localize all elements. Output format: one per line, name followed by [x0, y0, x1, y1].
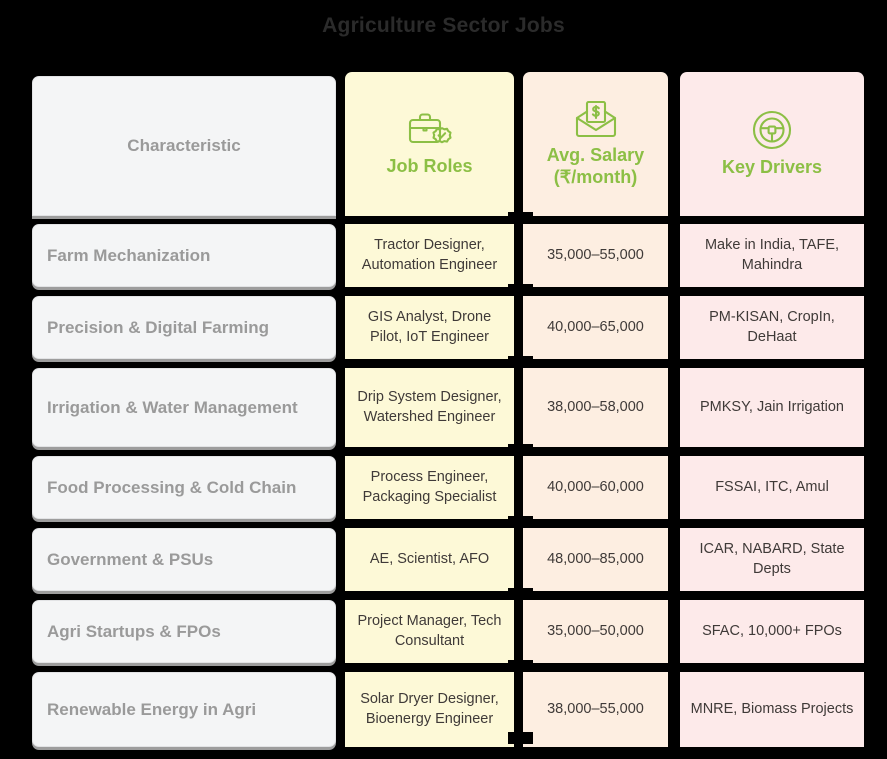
header-label-line: Job Roles: [386, 156, 473, 177]
header-label-key_drivers: Key Drivers: [722, 157, 822, 179]
table-row-job-roles: Solar Dryer Designer, Bioenergy Engineer: [345, 672, 514, 747]
table-row-avg-salary: 35,000–55,000: [523, 224, 668, 287]
table-row-job-roles-text: Tractor Designer, Automation Engineer: [361, 236, 498, 273]
table-row-job-roles-text: Drip System Designer, Watershed Engineer: [357, 388, 502, 425]
row-gap-marker: [508, 444, 533, 456]
table-row-characteristic: Irrigation & Water Management: [32, 368, 336, 447]
page-title: Agriculture Sector Jobs: [322, 14, 565, 37]
header-cell-characteristic-text: Characteristic: [127, 136, 241, 156]
table-row-job-roles: GIS Analyst, Drone Pilot, IoT Engineer: [345, 296, 514, 359]
table-row-job-roles-text: Project Manager, Tech Consultant: [357, 612, 502, 649]
table-row-characteristic: Precision & Digital Farming: [32, 296, 336, 359]
table-row-key-drivers-text: SFAC, 10,000+ FPOs: [702, 622, 842, 639]
row-gap-marker: [508, 516, 533, 528]
table-row-key-drivers: FSSAI, ITC, Amul: [680, 456, 864, 519]
table-row-avg-salary-text: 48,000–85,000: [547, 550, 644, 567]
header-cell-key_drivers: Key Drivers: [680, 72, 864, 216]
table-row-job-roles-text: Process Engineer, Packaging Specialist: [362, 468, 497, 505]
table-row-characteristic-text: Precision & Digital Farming: [47, 317, 269, 337]
row-gap-marker: [508, 356, 533, 368]
table-row-avg-salary: 38,000–58,000: [523, 368, 668, 447]
table-row-key-drivers-text: ICAR, NABARD, State Depts: [699, 540, 845, 577]
table-row-avg-salary-text: 38,000–55,000: [547, 700, 644, 717]
table-row-characteristic-text: Renewable Energy in Agri: [47, 699, 257, 719]
table-row-avg-salary-text: 38,000–58,000: [547, 398, 644, 415]
table-row-job-roles: Project Manager, Tech Consultant: [345, 600, 514, 663]
table-row-characteristic: Renewable Energy in Agri: [32, 672, 336, 747]
header-cell-avg_salary: Avg. Salary(₹/month): [523, 72, 668, 216]
table-row-key-drivers: Make in India, TAFE, Mahindra: [680, 224, 864, 287]
table-row-avg-salary-text: 40,000–60,000: [547, 478, 644, 495]
table-row-avg-salary: 35,000–50,000: [523, 600, 668, 663]
table-row-job-roles-text: GIS Analyst, Drone Pilot, IoT Engineer: [367, 308, 492, 345]
table-row-job-roles: Tractor Designer, Automation Engineer: [345, 224, 514, 287]
table-row-key-drivers: MNRE, Biomass Projects: [680, 672, 864, 747]
header-label-avg_salary: Avg. Salary(₹/month): [547, 145, 644, 188]
row-gap-marker: [508, 732, 533, 744]
salary-envelope-icon: [574, 99, 618, 139]
column-avg-salary: Avg. Salary(₹/month) 35,000–55,000 40,000–…: [523, 72, 668, 747]
table-row-characteristic-text: Government & PSUs: [47, 549, 214, 569]
header-label-line: Avg. Salary: [546, 145, 645, 166]
table-row-avg-salary: 48,000–85,000: [523, 528, 668, 591]
table-row-job-roles: Drip System Designer, Watershed Engineer: [345, 368, 514, 447]
table-row-key-drivers-text: Make in India, TAFE, Mahindra: [704, 236, 840, 273]
table-row-job-roles: AE, Scientist, AFO: [345, 528, 514, 591]
table-row-key-drivers-text: PM-KISAN, CropIn, DeHaat: [709, 308, 835, 345]
steering-wheel-icon: [751, 109, 793, 151]
column-divider-bar: [668, 72, 680, 759]
table-row-characteristic-text: Agri Startups & FPOs: [47, 621, 221, 641]
table-row-characteristic-text: Irrigation & Water Management: [47, 397, 298, 417]
header-label-line: (₹/month): [553, 167, 638, 187]
header-label-job_roles: Job Roles: [386, 156, 472, 178]
table-row-characteristic: Government & PSUs: [32, 528, 336, 591]
table-row-avg-salary: 40,000–65,000: [523, 296, 668, 359]
table-row-characteristic: Food Processing & Cold Chain: [32, 456, 336, 519]
briefcase-check-icon: [407, 110, 453, 150]
row-gap-marker: [508, 660, 533, 672]
table-row-avg-salary-text: 35,000–55,000: [547, 246, 644, 263]
table-row-key-drivers: PMKSY, Jain Irrigation: [680, 368, 864, 447]
table-row-avg-salary-text: 35,000–50,000: [547, 622, 644, 639]
header-cell-characteristic: Characteristic: [32, 76, 336, 216]
table-row-key-drivers: PM-KISAN, CropIn, DeHaat: [680, 296, 864, 359]
table-row-job-roles-text: AE, Scientist, AFO: [369, 550, 490, 567]
table-row-job-roles: Process Engineer, Packaging Specialist: [345, 456, 514, 519]
header-cell-job_roles: Job Roles: [345, 72, 514, 216]
table-row-avg-salary-text: 40,000–65,000: [547, 318, 644, 335]
table-row-job-roles-text: Solar Dryer Designer, Bioenergy Engineer: [360, 690, 499, 727]
table-row-key-drivers-text: PMKSY, Jain Irrigation: [700, 398, 844, 415]
table-row-key-drivers: SFAC, 10,000+ FPOs: [680, 600, 864, 663]
table-row-key-drivers-text: MNRE, Biomass Projects: [690, 700, 854, 717]
table-row-characteristic: Farm Mechanization: [32, 224, 336, 287]
table-row-characteristic-text: Food Processing & Cold Chain: [47, 477, 297, 497]
table-row-avg-salary: 40,000–60,000: [523, 456, 668, 519]
table-row-characteristic: Agri Startups & FPOs: [32, 600, 336, 663]
row-gap-marker: [508, 588, 533, 600]
table-row-key-drivers: ICAR, NABARD, State Depts: [680, 528, 864, 591]
row-gap-marker: [508, 284, 533, 296]
table-row-characteristic-text: Farm Mechanization: [47, 245, 211, 265]
table-row-avg-salary: 38,000–55,000: [523, 672, 668, 747]
row-gap-marker: [508, 212, 533, 224]
table-row-key-drivers-text: FSSAI, ITC, Amul: [715, 478, 829, 495]
header-label-line: Key Drivers: [721, 157, 823, 178]
